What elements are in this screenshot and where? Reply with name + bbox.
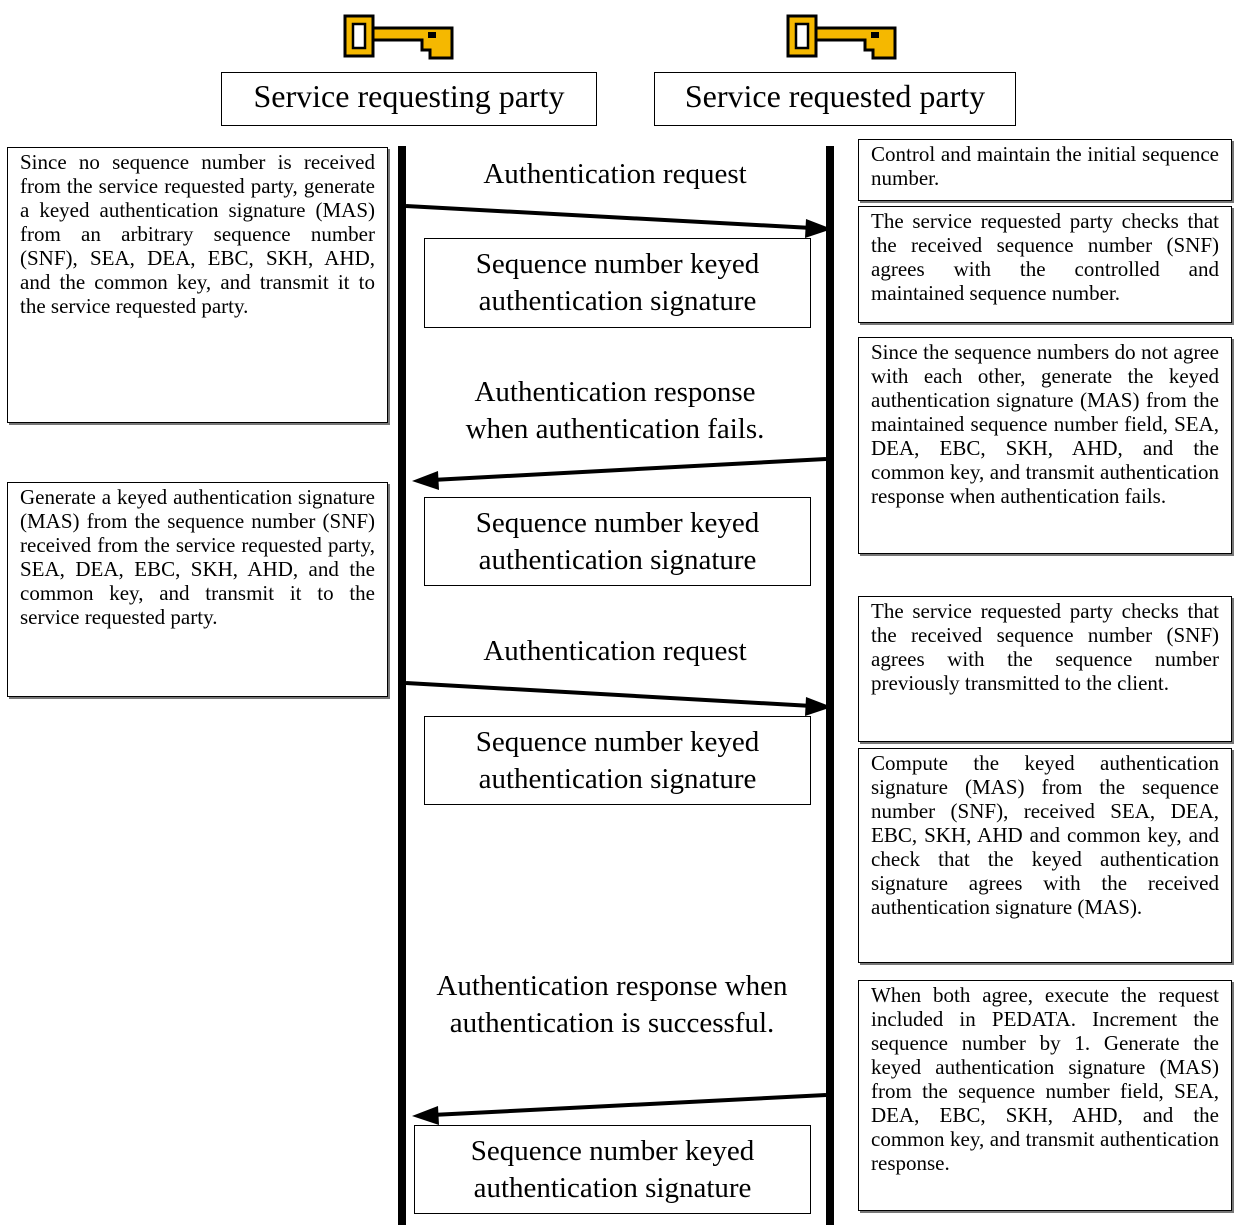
message-label: Authentication response when authenticat… <box>465 376 765 445</box>
arrowhead <box>412 471 439 490</box>
signature-box: Sequence number keyed authentication sig… <box>424 716 811 805</box>
requesting-lifeline <box>398 146 406 1225</box>
arrow-auth-request-1 <box>405 204 813 230</box>
key-icon <box>786 14 897 60</box>
arrow-auth-response-fail <box>431 457 827 482</box>
arrow-auth-request-2 <box>405 681 813 708</box>
signature-box: Sequence number keyed authentication sig… <box>424 238 811 328</box>
left-description-box: Generate a keyed authentication signatur… <box>7 482 388 697</box>
right-description-box: Compute the keyed authentication signatu… <box>858 748 1232 963</box>
right-description-box: Since the sequence numbers do not agree … <box>858 337 1232 554</box>
message-label: Authentication response when authenticat… <box>436 970 788 1039</box>
right-description-box: The service requested party checks that … <box>858 596 1232 742</box>
signature-box: Sequence number keyed authentication sig… <box>414 1125 811 1214</box>
signature-box: Sequence number keyed authentication sig… <box>424 497 811 586</box>
key-icon <box>343 14 454 60</box>
requested-lifeline <box>826 146 834 1225</box>
message-label: Authentication request <box>483 158 747 190</box>
right-description-box: The service requested party checks that … <box>858 206 1232 323</box>
right-description-box: Control and maintain the initial sequenc… <box>858 139 1232 201</box>
left-description-box: Since no sequence number is received fro… <box>7 147 388 423</box>
message-label: Authentication request <box>483 635 747 667</box>
arrowhead <box>805 219 832 238</box>
arrowhead <box>805 697 832 716</box>
arrowhead <box>412 1106 439 1125</box>
requested-party-header: Service requested party <box>654 72 1016 126</box>
requesting-party-header: Service requesting party <box>221 72 597 126</box>
arrow-auth-response-success <box>431 1093 827 1117</box>
right-description-box: When both agree, execute the request inc… <box>858 980 1232 1211</box>
